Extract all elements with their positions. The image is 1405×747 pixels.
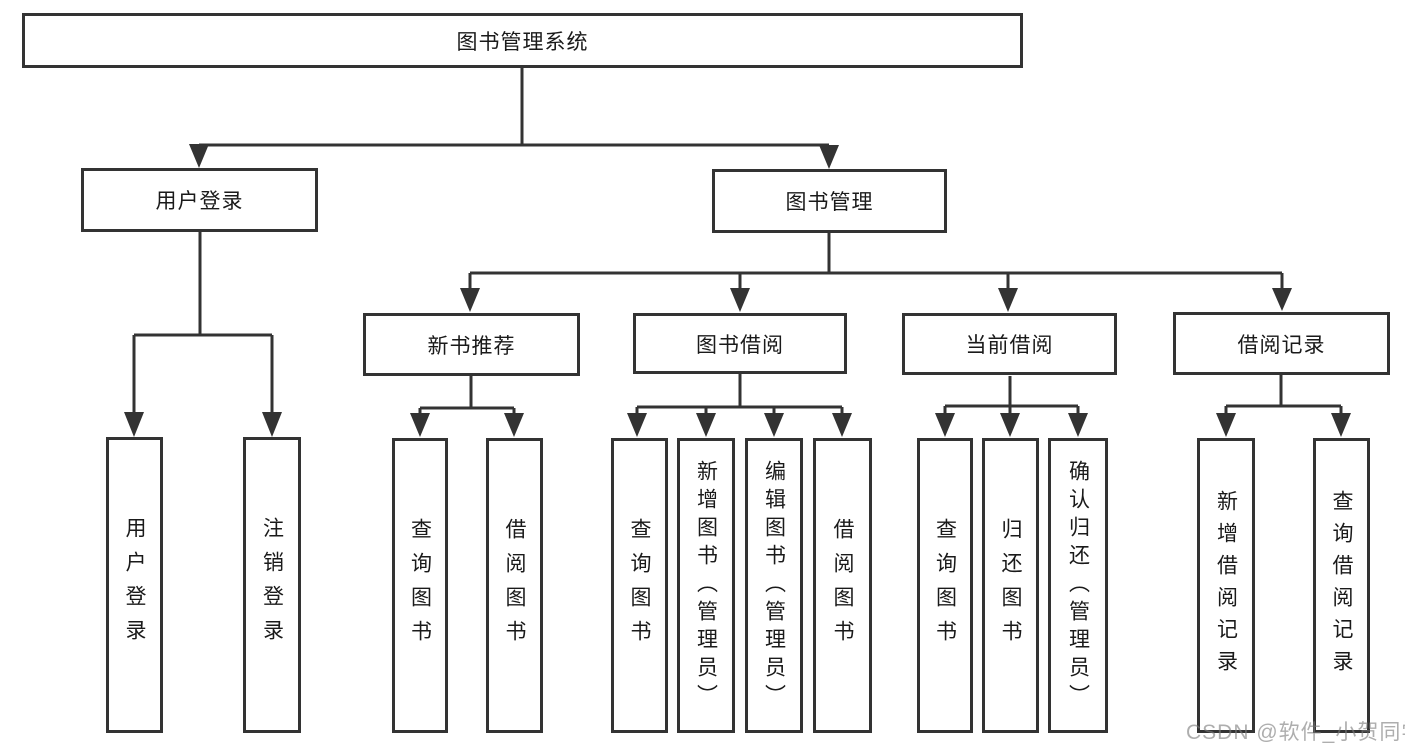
leaf-br-add-record: 新增借阅记录 — [1197, 438, 1255, 733]
leaf-bb-edit-books-admin: 编辑图书（管理员） — [745, 438, 803, 733]
leaf-cb-return-books: 归还图书 — [982, 438, 1039, 733]
leaf-user-login: 用户登录 — [106, 437, 163, 733]
node-root-library-system: 图书管理系统 — [22, 13, 1023, 68]
node-book-borrow: 图书借阅 — [633, 313, 847, 374]
leaf-bb-borrow-books: 借阅图书 — [813, 438, 872, 733]
node-new-book-recommend: 新书推荐 — [363, 313, 580, 376]
leaf-bb-query-books: 查询图书 — [611, 438, 668, 733]
leaf-cb-query-books: 查询图书 — [917, 438, 973, 733]
leaf-cb-confirm-return-admin: 确认归还（管理员） — [1048, 438, 1108, 733]
leaf-rec-borrow-books: 借阅图书 — [486, 438, 543, 733]
leaf-rec-query-books: 查询图书 — [392, 438, 448, 733]
node-user-login: 用户登录 — [81, 168, 318, 232]
csdn-watermark: CSDN @软件_小贺同学 — [1186, 721, 1405, 744]
leaf-logout: 注销登录 — [243, 437, 301, 733]
leaf-br-query-record: 查询借阅记录 — [1313, 438, 1370, 733]
node-book-management: 图书管理 — [712, 169, 947, 233]
node-borrow-records: 借阅记录 — [1173, 312, 1390, 375]
leaf-bb-add-books-admin: 新增图书（管理员） — [677, 438, 735, 733]
node-current-borrow: 当前借阅 — [902, 313, 1117, 375]
